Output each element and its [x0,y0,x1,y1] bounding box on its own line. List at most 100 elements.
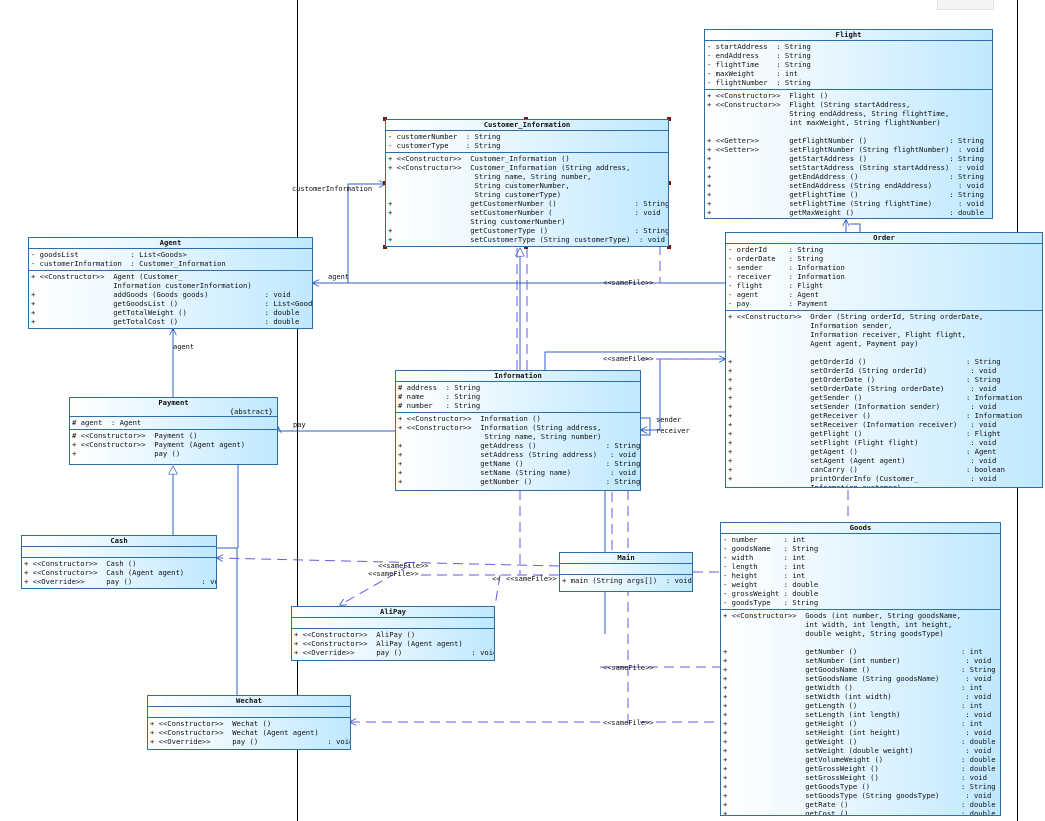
member-line: - goodsType : String [723,598,819,607]
member-line: - flightNumber : String [707,78,811,87]
member-line: - orderId : String [728,245,824,254]
member-line: + <<Constructor>> Wechat () [150,719,272,728]
methods-section: + <<Constructor>> Order (String orderId,… [726,311,1042,487]
member-line: + getGrossWeight () : double [723,764,996,773]
member-line: + getGoodsName () : String [723,665,996,674]
attributes-section [560,564,692,575]
member-line: + getAgent () : Agent [728,447,997,456]
class-title: AliPay [292,607,494,618]
methods-section: + <<Constructor>> AliPay ()+ <<Construct… [292,629,494,659]
member-line: + getLength () : int [723,701,983,710]
member-line: + <<Constructor>> Customer_Information (… [388,154,570,163]
member-line: + <<Constructor>> Cash (Agent agent) [24,568,185,577]
member-line: - agent : Agent [728,290,819,299]
member-line: - goodsName : String [723,544,819,553]
methods-section: + <<Constructor>> Wechat ()+ <<Construct… [148,718,350,748]
member-line: - width : int [723,553,806,562]
class-wechat[interactable]: Wechat + <<Constructor>> Wechat ()+ <<Co… [147,695,351,750]
role-label-receiver: receiver [656,427,690,435]
member-line: + <<Constructor>> Flight () [707,91,829,100]
member-line: + setFlightTime (String flightTime) : vo… [707,199,984,208]
member-line [723,638,998,647]
member-line: - endAddress : String [707,51,811,60]
class-payment[interactable]: Payment {abstract} # agent : Agent # <<C… [69,397,278,465]
member-line: + getCustomerNumber () : String [388,199,669,208]
member-line: - pay : Payment [728,299,828,308]
attributes-section: # address : String# name : String# numbe… [396,382,640,413]
member-line: + setSender (Information sender) : void [728,402,997,411]
role-label-customer-information: customerInformation [292,185,373,193]
member-line: - startAddress : String [707,42,811,51]
member-line: - length : int [723,562,806,571]
member-line: double weight, String goodsType) [723,629,944,638]
member-line: + <<Constructor>> Order (String orderId,… [728,312,984,321]
member-line: + canCarry () : boolean [728,465,1005,474]
samefile-arrow-head: << [492,575,501,583]
member-line: + setCustomerType (String customerType) … [388,235,665,244]
member-line: + getCost () : double [723,809,996,816]
class-goods[interactable]: Goods - number : int- goodsName : String… [720,522,1001,816]
member-line: + <<Constructor>> AliPay (Agent agent) [294,639,463,648]
member-line: String customerNumber) [388,217,566,226]
member-line: + <<Constructor>> Cash () [24,559,137,568]
class-main[interactable]: Main + main (String args[]) : void [559,552,693,592]
member-line: - customerType : String [388,141,501,150]
class-title: Agent [29,238,312,249]
member-line: + getCustomerType () : String [388,226,669,235]
member-line: - grossWeight : double [723,589,819,598]
member-line: + getMaxWeight () : double [707,208,984,217]
class-title: Information [396,371,640,382]
member-line: - weight : double [723,580,819,589]
member-line: Information sender, [728,321,893,330]
methods-section: + <<Constructor>> Flight ()+ <<Construct… [705,90,992,218]
member-line: # name : String [398,392,481,401]
methods-section: + <<Constructor>> Customer_Information (… [386,153,668,246]
samefile-label: <<sameFile>> [603,664,654,672]
class-title: Payment [158,398,189,407]
member-line: - customerNumber : String [388,132,501,141]
member-line: + getNumber () : String [398,477,641,486]
samefile-label: <<sameFile>> [603,279,654,287]
member-line: + getSender () : Information [728,393,1023,402]
member-line: + getVolumeWeight () : double [723,755,996,764]
member-line: + setName (String name) : void [398,468,636,477]
class-customer-information[interactable]: Customer_Information - customerNumber : … [385,119,669,247]
attributes-section: - goodsList : List<Goods>- customerInfor… [29,249,312,271]
samefile-label: <<sameFile>> [603,355,654,363]
member-line: + getReceiver () : Information [728,411,1023,420]
class-order[interactable]: Order - orderId : String- orderDate : St… [725,232,1043,488]
member-line: + setWeight (double weight) : void [723,746,992,755]
member-line: + <<Constructor>> Customer_Information (… [388,163,631,172]
member-line: - flight : Flight [728,281,824,290]
member-line: + getWeight () : double [723,737,996,746]
member-line: Agent agent, Payment pay) [728,339,919,348]
methods-section: + <<Constructor>> Agent (Customer_ Infor… [29,271,312,328]
member-line: + getHeight () : int [723,719,983,728]
class-title: Order [726,233,1042,244]
member-line: + setOrderId (String orderId) : void [728,366,997,375]
methods-section: # <<Constructor>> Payment ()+ <<Construc… [70,430,277,460]
member-line: + setReceiver (Information receiver) : v… [728,420,997,429]
member-line: + setHeight (int height) : void [723,728,992,737]
member-line: + getFlightTime () : String [707,190,984,199]
class-agent[interactable]: Agent - goodsList : List<Goods>- custome… [28,237,313,329]
class-information[interactable]: Information # address : String# name : S… [395,370,641,491]
member-line: String name, String number) [398,432,602,441]
member-line: + getFlight () : Flight [728,429,1001,438]
member-line: + <<Constructor>> AliPay () [294,630,416,639]
member-line: - flightTime : String [707,60,811,69]
member-line: + <<Override>> pay () : void [150,737,351,746]
class-alipay[interactable]: AliPay + <<Constructor>> AliPay ()+ <<Co… [291,606,495,661]
member-line: + <<Constructor>> Wechat (Agent agent) [150,728,319,737]
member-line: + getRate () : double [723,800,996,809]
class-stereotype: {abstract} [70,408,277,417]
samefile-label: <<sameFile>> [368,570,419,578]
class-cash[interactable]: Cash + <<Constructor>> Cash ()+ <<Constr… [21,535,217,589]
member-line: - height : int [723,571,806,580]
member-line: + setEndAddress (String endAddress) : vo… [707,181,984,190]
class-flight[interactable]: Flight - startAddress : String- endAddre… [704,29,993,219]
class-title: Goods [721,523,1000,534]
member-line: + <<Override>> pay () : void [24,577,217,586]
member-line: + <<Constructor>> Information (String ad… [398,423,602,432]
